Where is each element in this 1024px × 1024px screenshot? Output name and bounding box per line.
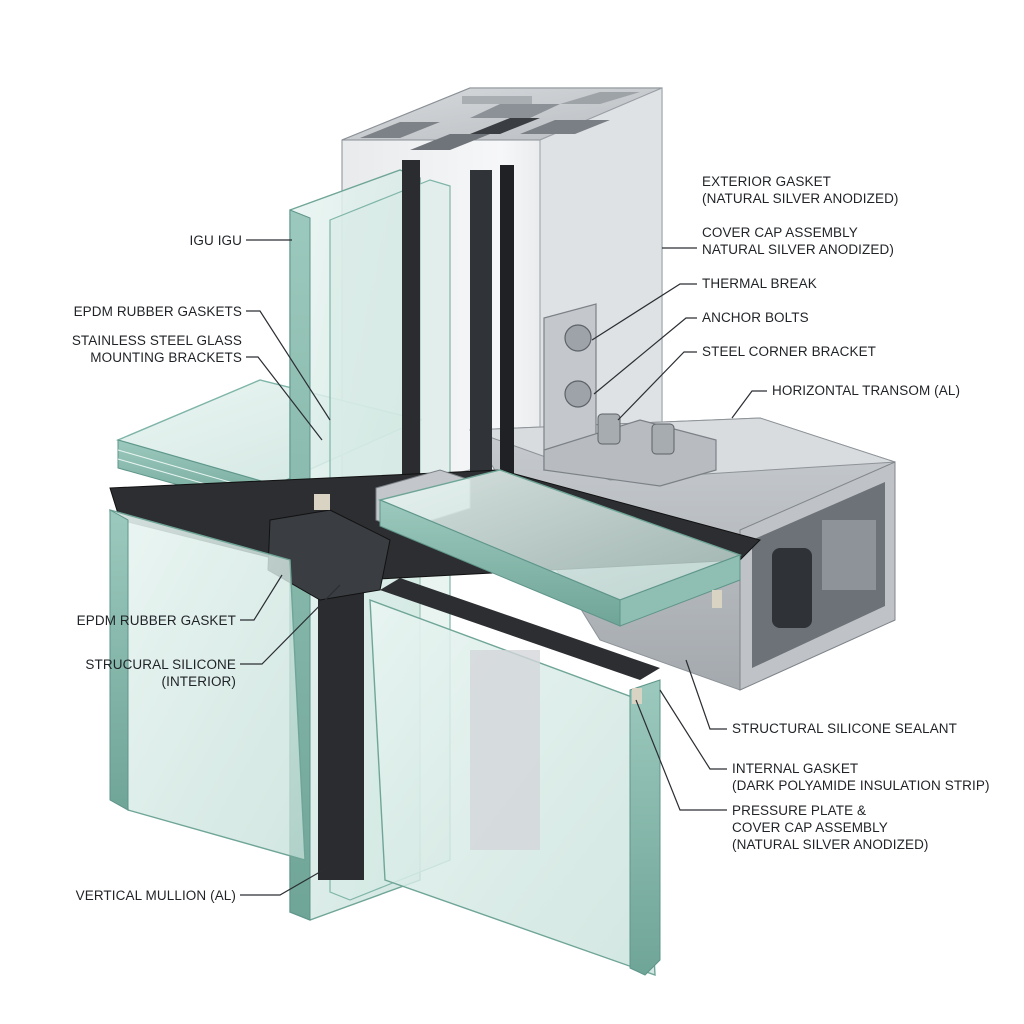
leader-epdm-gasket xyxy=(240,574,283,621)
leader-vertical-mullion xyxy=(240,864,333,896)
label-cover-cap-line2: NATURAL SILVER ANODIZED) xyxy=(702,242,894,257)
leader-horizontal-transom xyxy=(731,390,767,419)
lower-right-glass-pane xyxy=(369,598,661,977)
leader-lines xyxy=(240,239,767,896)
label-pressure-plate-line1: PRESSURE PLATE & xyxy=(732,803,866,818)
leader-structural-silicone-interior xyxy=(240,584,341,665)
label-horizontal-transom: HORIZONTAL TRANSOM (AL) xyxy=(772,383,960,398)
label-structural-silicone-interior-line2: (INTERIOR) xyxy=(162,674,237,689)
label-structural-silicone-sealant: STRUCTURAL SILICONE SEALANT xyxy=(732,721,957,736)
label-internal-gasket-line1: INTERNAL GASKET xyxy=(732,761,858,776)
label-stainless-brackets-line1: STAINLESS STEEL GLASS xyxy=(72,333,242,348)
anchor-bolt xyxy=(651,423,675,455)
label-steel-corner-bracket: STEEL CORNER BRACKET xyxy=(702,344,876,359)
label-internal-gasket-line2: (DARK POLYAMIDE INSULATION STRIP) xyxy=(732,778,990,793)
label-cover-cap-line1: COVER CAP ASSEMBLY xyxy=(702,225,858,240)
anchor-bolt xyxy=(564,380,592,408)
leader-stainless-brackets xyxy=(246,356,323,441)
leader-pressure-plate xyxy=(635,699,727,811)
anchor-bolts xyxy=(564,324,675,455)
transom-gasket xyxy=(314,494,722,704)
label-exterior-gasket-line1: EXTERIOR GASKET xyxy=(702,174,831,189)
label-anchor-bolts: ANCHOR BOLTS xyxy=(702,310,809,325)
callout-labels: IGU IGU EPDM RUBBER GASKETS STAINLESS ST… xyxy=(72,174,990,903)
label-epdm-gasket: EPDM RUBBER GASKET xyxy=(77,613,236,628)
lower-left-glass-pane xyxy=(109,509,306,861)
leader-epdm-gaskets xyxy=(246,310,331,421)
leader-anchor-bolts xyxy=(593,317,697,395)
label-pressure-plate-line3: (NATURAL SILVER ANODIZED) xyxy=(732,837,929,852)
label-stainless-brackets-line2: MOUNTING BRACKETS xyxy=(90,350,242,365)
label-vertical-mullion: VERTICAL MULLION (AL) xyxy=(76,888,236,903)
assembly-artwork xyxy=(109,87,896,977)
leader-steel-corner-bracket xyxy=(617,351,697,421)
label-exterior-gasket-line2: (NATURAL SILVER ANODIZED) xyxy=(702,191,899,206)
mullion-gasket-column xyxy=(318,160,514,880)
label-epdm-gaskets: EPDM RUBBER GASKETS xyxy=(74,304,242,319)
right-glass-pane xyxy=(377,469,743,627)
leader-internal-gasket xyxy=(659,689,727,770)
label-pressure-plate-line2: COVER CAP ASSEMBLY xyxy=(732,820,888,835)
anchor-bolt xyxy=(564,324,592,352)
anchor-bolt xyxy=(597,413,621,445)
label-thermal-break: THERMAL BREAK xyxy=(702,276,817,291)
leader-thermal-break xyxy=(591,283,697,341)
leader-structural-silicone-sealant xyxy=(685,659,727,730)
label-structural-silicone-interior-line1: STRUCURAL SILICONE xyxy=(85,657,236,672)
label-igu: IGU IGU xyxy=(190,233,242,248)
